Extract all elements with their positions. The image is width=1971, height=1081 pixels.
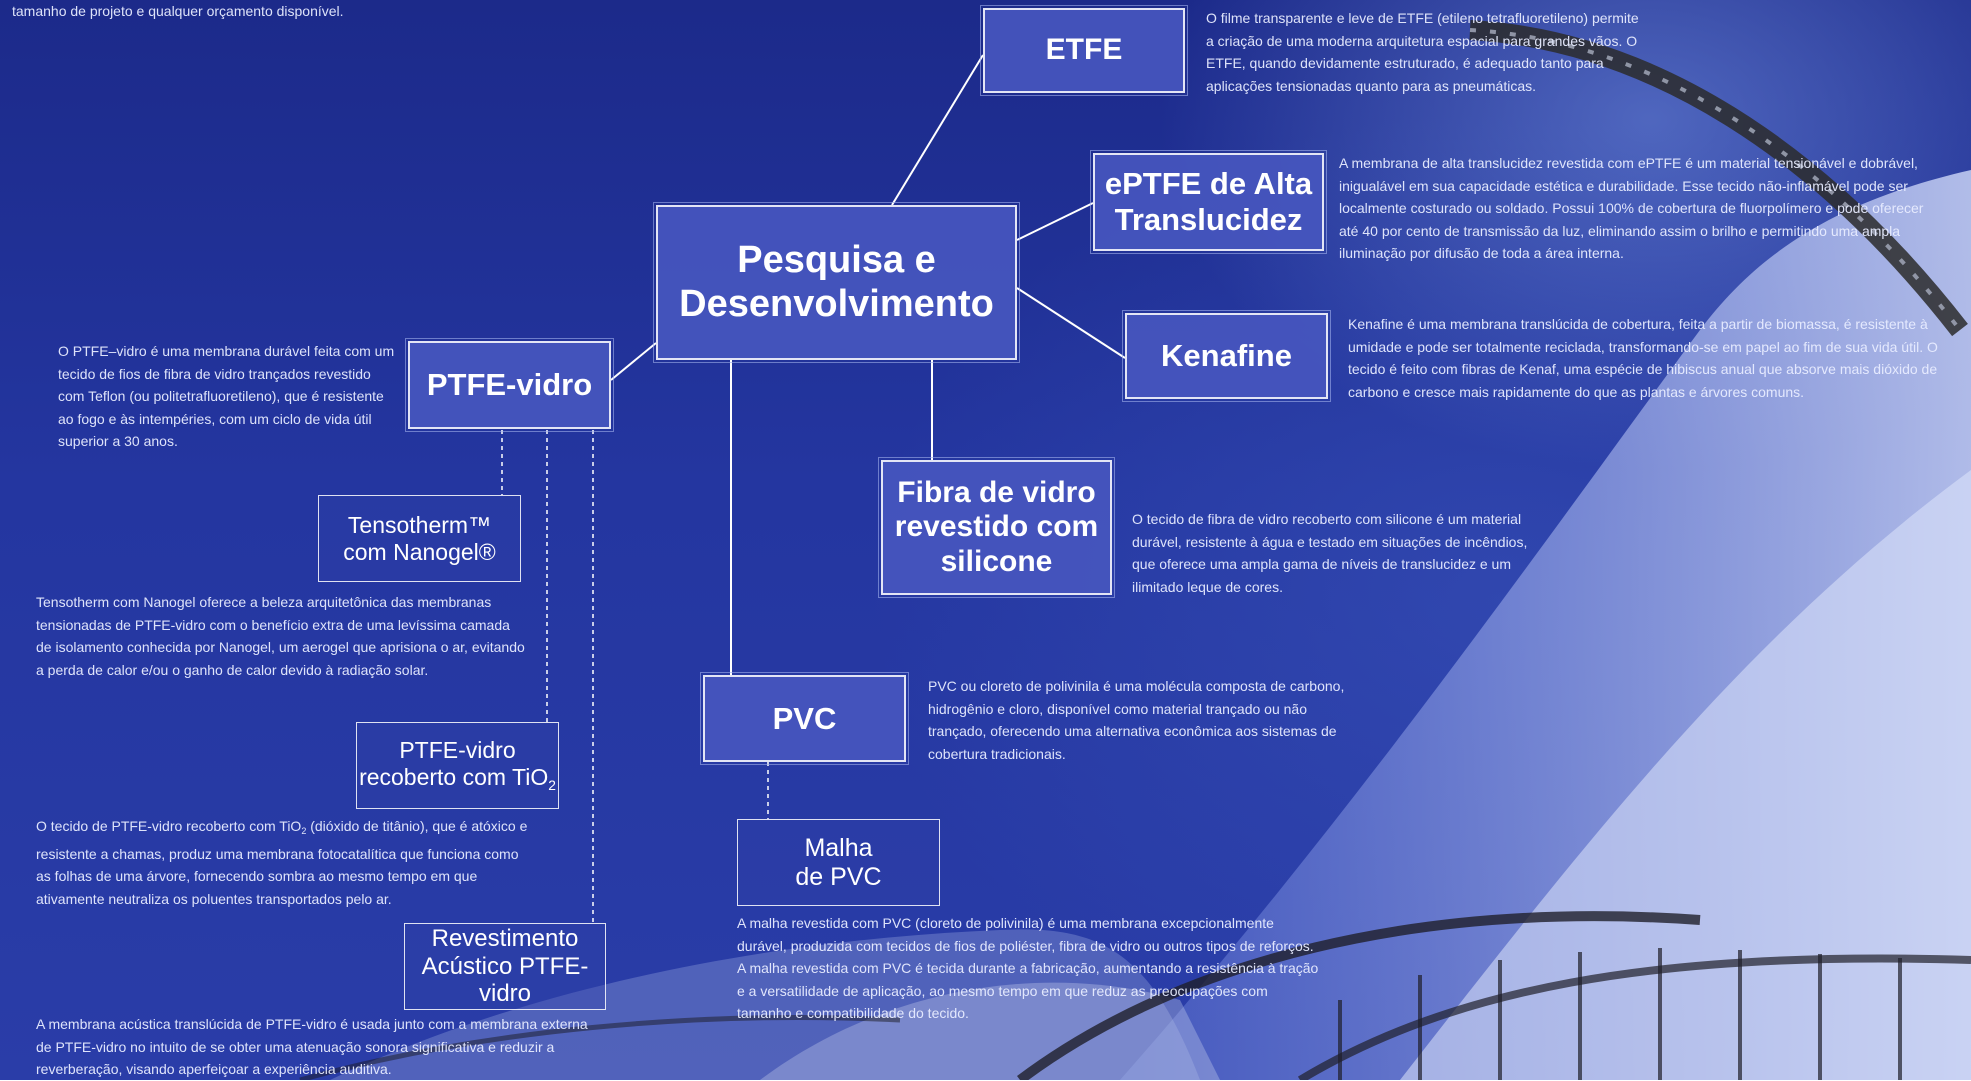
node-kenafine: Kenafine bbox=[1122, 310, 1331, 402]
desc-tio2-pre: O tecido de PTFE-vidro recoberto com TiO bbox=[36, 818, 302, 834]
desc-pvc: PVC ou cloreto de polivinila é uma moléc… bbox=[928, 678, 1345, 762]
node-revestimento-acustico: Revestimento Acústico PTFE-vidro bbox=[404, 923, 606, 1010]
desc-ptfe-tio2: O tecido de PTFE-vidro recoberto com TiO… bbox=[36, 815, 536, 910]
node-ptfe-vidro: PTFE-vidro bbox=[405, 338, 614, 432]
desc-kenafine: Kenafine é uma membrana translúcida de c… bbox=[1348, 316, 1938, 400]
desc-eptfe: A membrana de alta translucidez revestid… bbox=[1339, 155, 1924, 261]
desc-tio2-sub: 2 bbox=[301, 826, 307, 837]
node-kenafine-title: Kenafine bbox=[1161, 338, 1292, 374]
node-tio2-line1: PTFE-vidro bbox=[399, 737, 516, 764]
node-pvc: PVC bbox=[700, 672, 909, 765]
node-fibra-silicone: Fibra de vidro revestido com silicone bbox=[878, 457, 1115, 598]
desc-malha-pvc: A malha revestida com PVC (cloreto de po… bbox=[737, 915, 1319, 1021]
node-eptfe-line1: ePTFE de Alta bbox=[1104, 166, 1313, 202]
desc-tio2-post: (dióxido de titânio), que é atóxico e re… bbox=[36, 818, 528, 907]
node-fibra-line2: revestido com bbox=[894, 510, 1099, 544]
node-malha-line2: de PVC bbox=[795, 862, 882, 891]
node-tio2-line2-sub: 2 bbox=[548, 777, 556, 793]
node-acustico-line1: Revestimento bbox=[431, 925, 579, 953]
node-acustico-line2: Acústico PTFE-vidro bbox=[421, 952, 589, 1008]
node-tensotherm-line2: com Nanogel® bbox=[343, 538, 496, 565]
node-eptfe-line2: Translucidez bbox=[1114, 202, 1303, 237]
center-title-line2: Desenvolvimento bbox=[679, 282, 994, 325]
node-tio2-line2: recoberto com TiO2 bbox=[359, 764, 556, 794]
desc-revestimento-acustico: A membrana acústica translúcida de PTFE-… bbox=[36, 1016, 588, 1077]
node-fibra-line1: Fibra de vidro bbox=[897, 475, 1096, 509]
node-tio2-line2-main: recoberto com TiO bbox=[359, 763, 549, 790]
node-ptfe-title: PTFE-vidro bbox=[426, 367, 593, 403]
node-eptfe: ePTFE de Alta Translucidez bbox=[1090, 150, 1327, 254]
desc-tensotherm: Tensotherm com Nanogel oferece a beleza … bbox=[36, 594, 525, 678]
node-malha-line1: Malha bbox=[804, 833, 873, 862]
node-etfe-title: ETFE bbox=[1045, 33, 1123, 67]
top-text: tamanho de projeto e qualquer orçamento … bbox=[12, 3, 344, 19]
node-ptfe-tio2: PTFE-vidro recoberto com TiO2 bbox=[356, 722, 559, 809]
desc-ptfe-vidro: O PTFE–vidro é uma membrana durável feit… bbox=[58, 343, 395, 449]
center-title-line1: Pesquisa e bbox=[737, 238, 936, 281]
desc-fibra-silicone: O tecido de fibra de vidro recoberto com… bbox=[1132, 511, 1528, 595]
node-tensotherm: Tensotherm™ com Nanogel® bbox=[318, 495, 521, 582]
node-pvc-title: PVC bbox=[772, 700, 837, 736]
center-node-pesquisa: Pesquisa e Desenvolvimento bbox=[653, 202, 1020, 363]
node-etfe: ETFE bbox=[980, 5, 1188, 96]
node-tensotherm-line1: Tensotherm™ bbox=[347, 512, 492, 539]
node-malha-pvc: Malha de PVC bbox=[737, 819, 940, 906]
node-fibra-line3: silicone bbox=[940, 544, 1053, 578]
desc-etfe: O filme transparente e leve de ETFE (eti… bbox=[1206, 10, 1639, 94]
